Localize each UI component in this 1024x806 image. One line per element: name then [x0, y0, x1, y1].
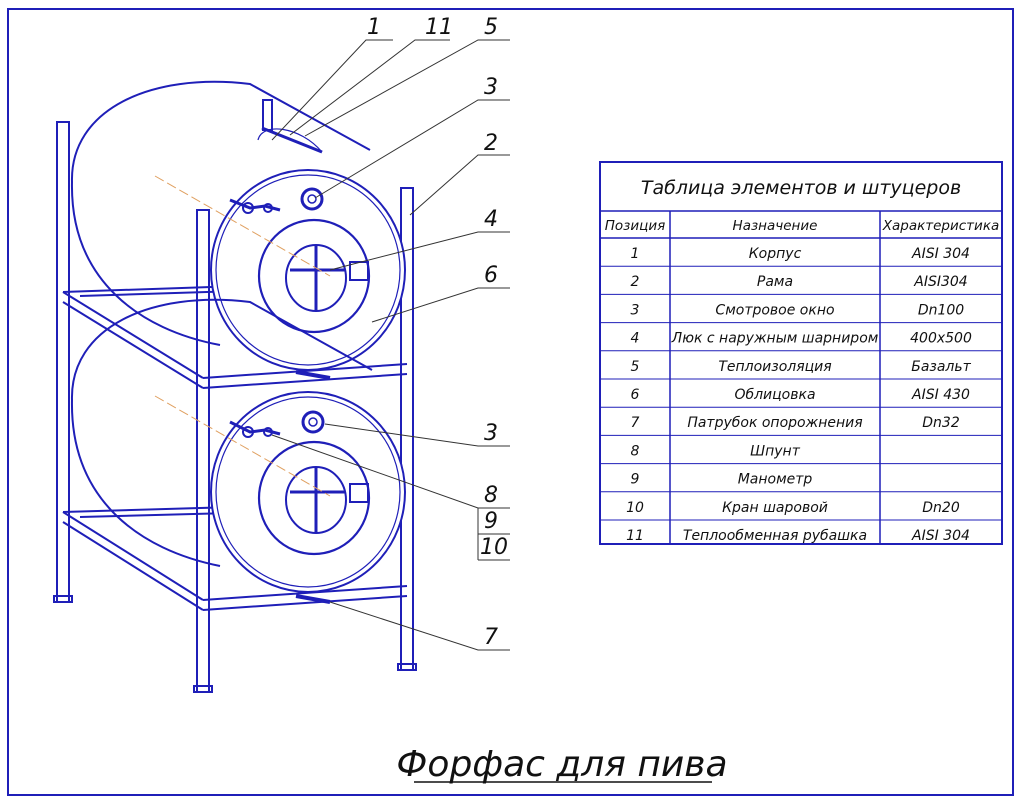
callout-8: 8 [484, 483, 498, 508]
table-cell-purpose: Рама [757, 274, 793, 290]
table-cell-position: 4 [631, 331, 640, 347]
callouts: 1 11 5 3 2 4 6 3 8 9 10 7 [367, 15, 508, 650]
upper-tank [70, 80, 406, 380]
table-cell-position: 11 [626, 528, 644, 544]
drawing-title: Форфас для пива [396, 744, 727, 785]
callout-3-lower: 3 [484, 421, 498, 446]
table-cell-characteristic: Dn20 [922, 500, 960, 516]
elements-table: Таблица элементов и штуцеров Позиция Наз… [599, 161, 1003, 545]
table-header-purpose: Назначение [733, 218, 818, 234]
leader-lines [271, 39, 510, 651]
table-cell-position: 7 [631, 415, 640, 431]
table-cell-purpose: Патрубок опорожнения [687, 415, 862, 431]
upper-axis [154, 175, 331, 277]
callout-11: 11 [425, 15, 453, 40]
callout-10: 10 [480, 535, 508, 560]
table-cell-position: 5 [631, 359, 640, 375]
table-cell-position: 3 [631, 302, 640, 318]
lower-tank [70, 298, 406, 604]
callout-5: 5 [484, 15, 498, 40]
table-cell-purpose: Облицовка [734, 387, 815, 403]
table-cell-purpose: Шпунт [750, 443, 801, 459]
table-cell-characteristic: AISI 304 [911, 528, 970, 544]
table-cell-purpose: Смотровое окно [715, 302, 834, 318]
table-header-position: Позиция [605, 218, 665, 234]
table-cell-characteristic: Базальт [911, 359, 971, 375]
table-cell-position: 8 [631, 443, 640, 459]
callout-7: 7 [484, 625, 498, 650]
table-cell-characteristic: Dn32 [922, 415, 960, 431]
table-cell-purpose: Люк с наружным шарниром [671, 331, 879, 347]
callout-9: 9 [484, 509, 498, 534]
table-cell-purpose: Теплообменная рубашка [683, 528, 867, 544]
drawing-title-group: Форфас для пива [396, 744, 727, 785]
table-cell-position: 9 [631, 472, 640, 488]
table-cell-characteristic: AISI304 [913, 274, 967, 290]
callout-2: 2 [484, 131, 498, 156]
table-cell-position: 10 [626, 500, 644, 516]
table-cell-characteristic: Dn100 [918, 302, 964, 318]
table-cell-position: 6 [631, 387, 640, 403]
table-cell-characteristic: AISI 304 [911, 246, 970, 262]
table-cell-position: 2 [631, 274, 640, 290]
table-cell-purpose: Манометр [738, 472, 813, 488]
callout-6: 6 [484, 263, 498, 288]
table-cell-characteristic: 400х500 [910, 331, 972, 347]
sheet-frame [7, 8, 1014, 796]
table-title: Таблица элементов и штуцеров [641, 177, 961, 199]
table-header-characteristic: Характеристика [882, 218, 1000, 234]
lower-axis [154, 395, 331, 497]
table-cell-purpose: Кран шаровой [722, 500, 828, 516]
table-cell-position: 1 [631, 246, 640, 262]
callout-3-upper: 3 [484, 75, 498, 100]
callout-4: 4 [484, 207, 498, 232]
table-cell-purpose: Корпус [749, 246, 802, 262]
table-cell-characteristic: AISI 430 [911, 387, 970, 403]
callout-1: 1 [367, 15, 381, 40]
table-cell-purpose: Теплоизоляция [718, 359, 831, 375]
